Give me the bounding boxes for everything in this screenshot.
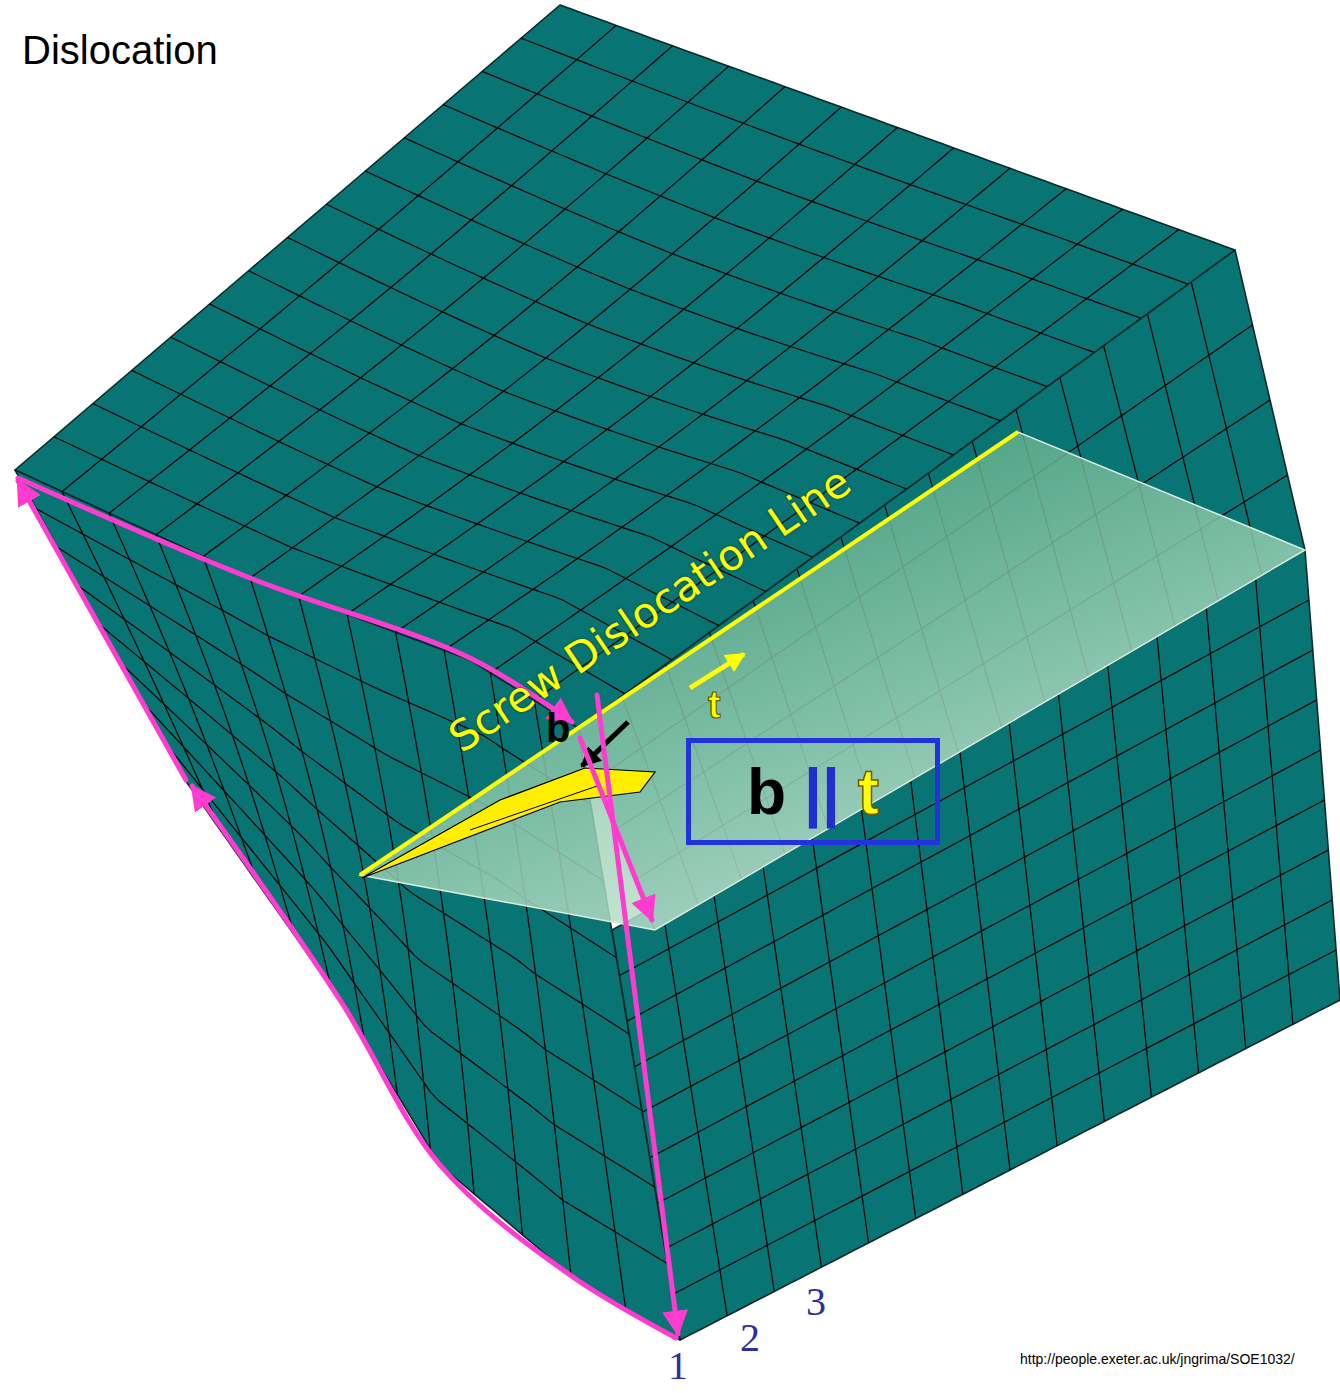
lattice-line xyxy=(143,703,655,1188)
lattice-line xyxy=(299,596,398,1095)
crystal-faces xyxy=(15,5,1340,1340)
diagram-title: Dislocation xyxy=(22,30,218,70)
lattice-line xyxy=(365,171,1000,421)
lattice-line xyxy=(249,271,860,523)
source-url: http://people.exeter.ac.uk/jngrima/SOE10… xyxy=(1020,1352,1295,1366)
lattice-line xyxy=(482,71,1141,318)
burgers-circuit-arrow xyxy=(18,478,572,722)
lattice-line xyxy=(959,740,1011,1170)
slip-plane xyxy=(360,432,1305,930)
crystal-overlay xyxy=(18,432,1305,1338)
lattice-line xyxy=(665,900,1332,1249)
lattice-line xyxy=(203,556,331,987)
lattice-line xyxy=(326,204,953,455)
burgers-circuit-arrow xyxy=(597,695,678,1334)
step-lattice-line xyxy=(470,785,600,830)
lattice-line xyxy=(250,578,365,1041)
lattice-line xyxy=(1206,604,1246,1048)
lattice-line xyxy=(810,821,869,1242)
burgers-circuit-arrow xyxy=(192,786,676,1338)
vector-label: b xyxy=(546,708,570,748)
lattice-line xyxy=(109,513,258,883)
lattice-line xyxy=(1256,577,1293,1024)
lattice-line xyxy=(1008,713,1057,1146)
parallel-symbol: || xyxy=(804,760,840,824)
lattice-line xyxy=(250,107,841,578)
relation-box: b || t xyxy=(686,738,940,845)
lattice-line xyxy=(156,535,294,936)
vector-symbol: b xyxy=(747,760,786,824)
lattice-line xyxy=(210,304,813,557)
callout-number: 3 xyxy=(806,1282,826,1322)
lattice-line xyxy=(1157,631,1199,1072)
lattice-line xyxy=(203,87,785,557)
lattice-line xyxy=(62,492,221,832)
lattice-line xyxy=(62,25,616,491)
lattice-line xyxy=(662,903,728,1316)
callout-number: 2 xyxy=(740,1318,760,1358)
lattice-line xyxy=(521,38,1188,284)
lattice-line xyxy=(1058,686,1105,1122)
lattice-line xyxy=(443,105,1094,353)
lattice-line xyxy=(672,950,1336,1294)
lattice-line xyxy=(761,849,822,1268)
lattice-line xyxy=(711,876,774,1292)
vector-label: t xyxy=(708,686,721,724)
callout-number: 1 xyxy=(668,1346,688,1386)
vector-symbol: t xyxy=(858,760,879,824)
lattice-line xyxy=(860,794,916,1218)
lattice-line xyxy=(657,850,1328,1203)
lattice-line xyxy=(1107,659,1151,1098)
lattice-line xyxy=(404,138,1047,387)
burgers-circuit-arrow xyxy=(18,481,186,780)
t-vector-arrow xyxy=(690,654,744,688)
